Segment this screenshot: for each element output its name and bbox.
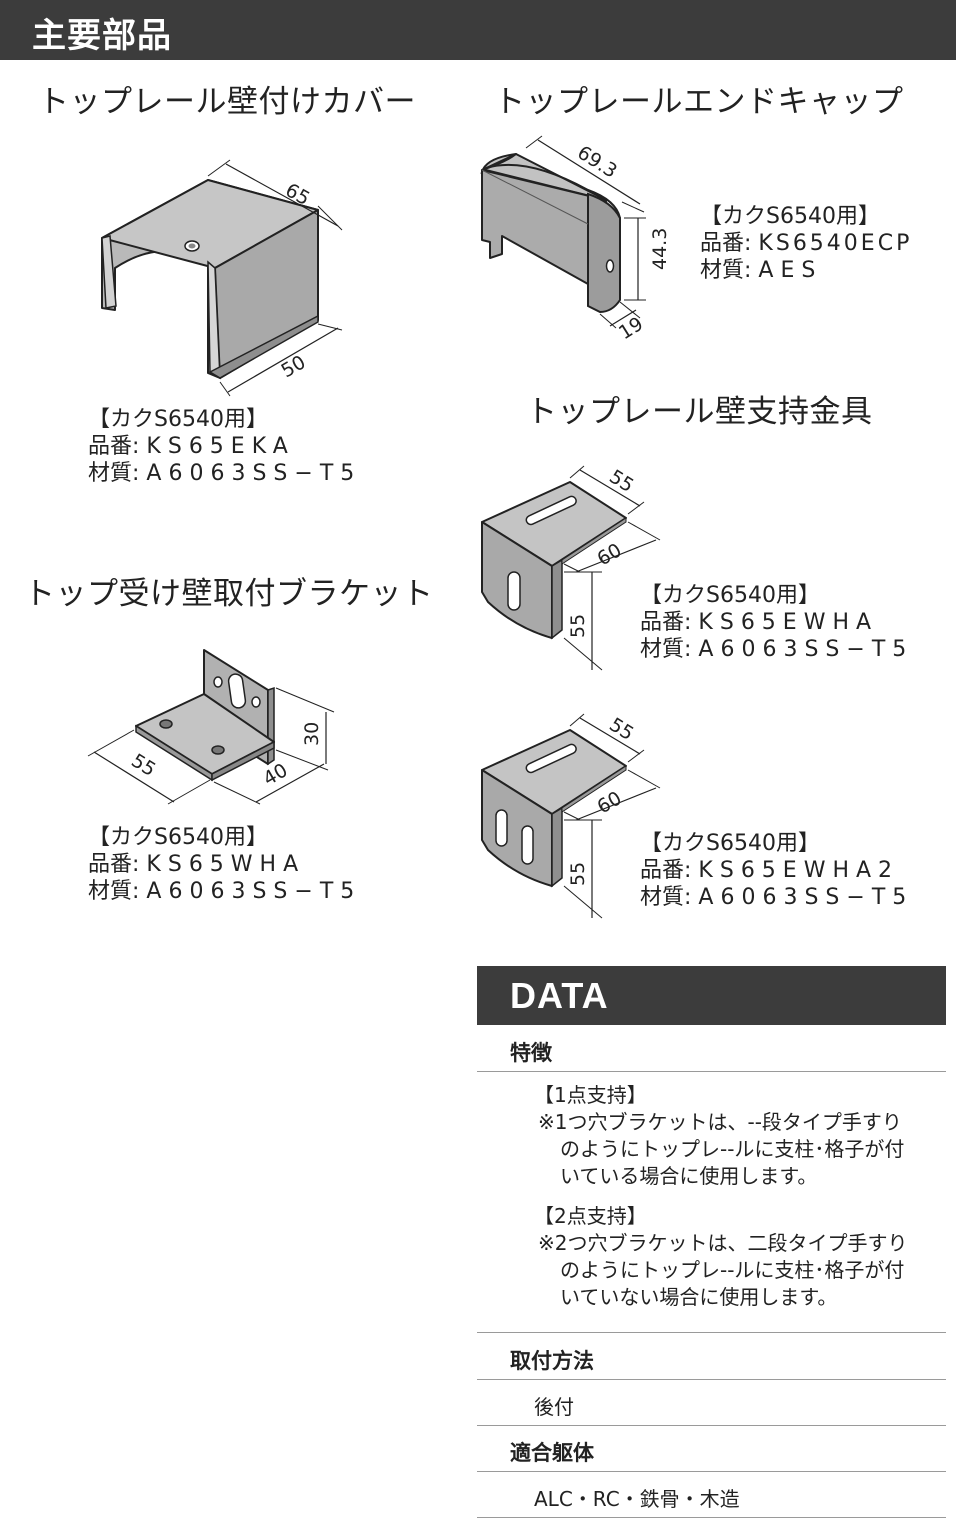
features-label: 特徴: [510, 1041, 552, 1065]
part-number-value: KS65EKA: [146, 434, 295, 459]
material-row: 材質: A6063SS−T5: [88, 878, 361, 905]
wall-support-1-spec: 【カクS6540用】 品番: KS65EWHA 材質: A6063SS−T5: [640, 582, 913, 663]
wall-bracket-drawing: 55 40 30: [87, 649, 335, 805]
divider: [477, 1425, 946, 1426]
part-number-label: 品番:: [640, 610, 692, 635]
end-cap-spec: 【カクS6540用】 品番: KS6540ECP 材質: AES: [700, 203, 912, 284]
material-value: A6063SS−T5: [146, 879, 362, 904]
material-row: 材質: A6063SS−T5: [640, 636, 913, 663]
data-header: [477, 966, 946, 1025]
material-label: 材質:: [700, 258, 752, 283]
part-number-label: 品番:: [700, 231, 752, 256]
feature-2-line-1: ※2つ穴ブラケットは、二段タイプ手すり: [538, 1231, 908, 1255]
divider: [477, 1071, 946, 1072]
material-row: 材質: A6063SS−T5: [640, 884, 913, 911]
feature-1-line-3: いている場合に使用します。: [560, 1164, 818, 1188]
end-cap-title: トップレールエンドキャップ: [494, 84, 904, 120]
wall-support-drawing-1: 55 60 55: [481, 466, 661, 671]
material-label: 材質:: [88, 461, 140, 486]
material-label: 材質:: [640, 637, 692, 662]
usage-label: 【カクS6540用】: [88, 407, 268, 432]
material-value: AES: [758, 258, 823, 283]
feature-1-line-1: ※1つ穴ブラケットは、--段タイプ手すり: [538, 1110, 902, 1134]
wall-support-drawing-2: 55 60 55: [481, 714, 661, 919]
usage-label: 【カクS6540用】: [88, 825, 268, 850]
part-number-value: KS65EWHA2: [698, 858, 900, 883]
section-header: [0, 0, 956, 60]
part-number-label: 品番:: [88, 434, 140, 459]
data-title: DATA: [510, 975, 609, 1016]
structure-label: 適合躯体: [510, 1441, 594, 1465]
part-number-label: 品番:: [88, 852, 140, 877]
material-label: 材質:: [88, 879, 140, 904]
dim-c-label: 55: [567, 614, 589, 638]
material-row: 材質: A6063SS−T5: [88, 460, 361, 487]
part-number-value: KS6540ECP: [758, 231, 913, 256]
section-title: 主要部品: [32, 16, 172, 56]
material-row: 材質: AES: [700, 257, 912, 284]
part-number-row: 品番: KS65EKA: [88, 433, 361, 460]
feature-2-heading: 【2点支持】: [534, 1204, 647, 1228]
wall-bracket-title: トップ受け壁取付ブラケット: [24, 576, 434, 612]
part-number-value: KS65WHA: [146, 852, 306, 877]
part-number-row: 品番: KS65EWHA2: [640, 857, 913, 884]
part-number-row: 品番: KS65WHA: [88, 851, 361, 878]
install-method-label: 取付方法: [510, 1349, 594, 1373]
part-number-value: KS65EWHA: [698, 610, 879, 635]
material-value: A6063SS−T5: [698, 637, 914, 662]
material-value: A6063SS−T5: [698, 885, 914, 910]
part-number-row: 品番: KS6540ECP: [700, 230, 912, 257]
part-number-label: 品番:: [640, 858, 692, 883]
dim-width-label: 19: [615, 313, 647, 344]
feature-1-line-2: のようにトップレ--ルに支柱･格子が付: [560, 1137, 905, 1161]
part-number-row: 品番: KS65EWHA: [640, 609, 913, 636]
wall-bracket-spec: 【カクS6540用】 品番: KS65WHA 材質: A6063SS−T5: [88, 824, 361, 905]
wall-cover-title: トップレール壁付けカバー: [38, 84, 416, 120]
dim-b-label: 60: [594, 787, 626, 818]
dim-width-label: 50: [278, 351, 310, 382]
dim-a-label: 55: [605, 714, 637, 745]
feature-1-heading: 【1点支持】: [534, 1083, 647, 1107]
dim-a-label: 55: [605, 466, 637, 497]
divider: [477, 1471, 946, 1472]
dim-c-label: 30: [301, 722, 323, 746]
dim-c-label: 55: [567, 862, 589, 886]
structure-value: ALC・RC・鉄骨・木造: [534, 1487, 740, 1511]
usage-label: 【カクS6540用】: [640, 583, 820, 608]
end-cap-drawing: 69.3 44.3 19: [480, 135, 671, 344]
usage-label: 【カクS6540用】: [700, 204, 880, 229]
divider: [477, 1332, 946, 1333]
dim-b-label: 60: [594, 539, 626, 570]
feature-2-line-2: のようにトップレ--ルに支柱･格子が付: [560, 1258, 905, 1282]
usage-label: 【カクS6540用】: [640, 831, 820, 856]
wall-cover-spec: 【カクS6540用】 品番: KS65EKA 材質: A6063SS−T5: [88, 406, 361, 487]
material-value: A6063SS−T5: [146, 461, 362, 486]
dim-b-label: 40: [260, 759, 292, 790]
wall-support-title: トップレール壁支持金具: [526, 394, 873, 430]
install-method-value: 後付: [534, 1395, 574, 1419]
divider: [477, 1379, 946, 1380]
material-label: 材質:: [640, 885, 692, 910]
wall-support-2-spec: 【カクS6540用】 品番: KS65EWHA2 材質: A6063SS−T5: [640, 830, 913, 911]
dim-height-label: 44.3: [649, 228, 671, 270]
feature-2-line-3: いていない場合に使用します。: [560, 1285, 838, 1309]
wall-cover-drawing: 65 50: [101, 159, 343, 397]
divider: [477, 1517, 946, 1518]
